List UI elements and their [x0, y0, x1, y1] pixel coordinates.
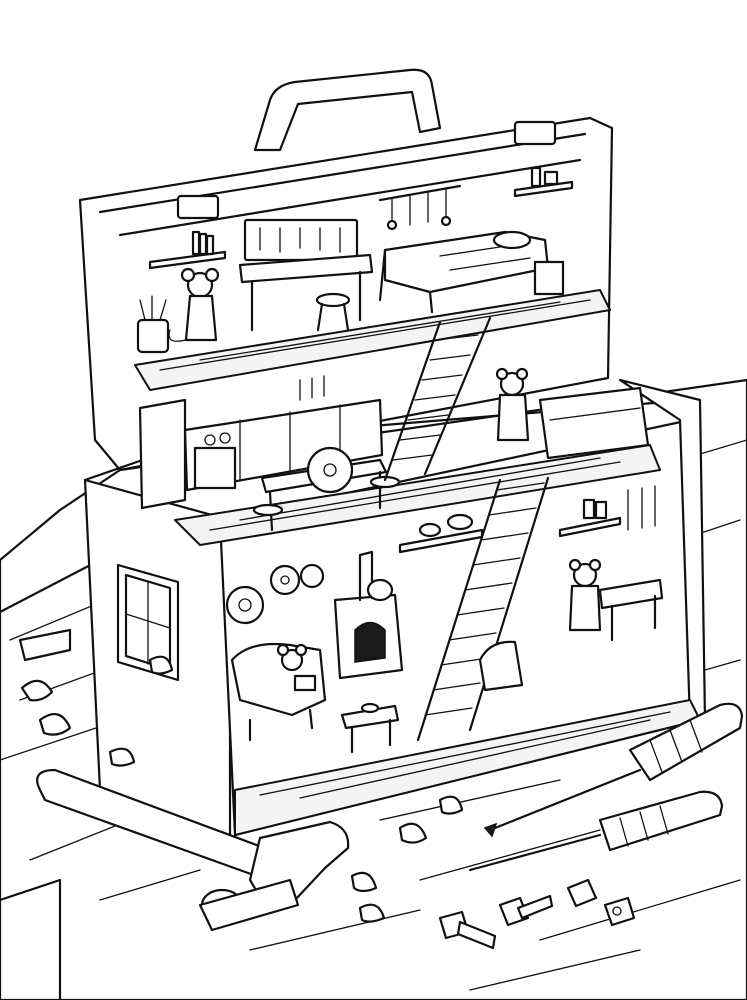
upper-floor: [134, 166, 611, 391]
screwdriver-large: [483, 702, 744, 838]
side-window: [116, 563, 180, 682]
mouse-repairing: [495, 367, 530, 442]
toolbox-body: [83, 378, 707, 837]
wall-gears: [225, 563, 325, 625]
armchair-reading-mouse: [230, 642, 327, 742]
bed: [378, 230, 550, 314]
bolts-and-nuts: [438, 878, 636, 950]
upper-staircase: [383, 316, 492, 482]
wood-stove: [333, 550, 404, 680]
pegboard-workbench: [238, 218, 374, 332]
lower-floor: [225, 476, 701, 836]
mouse-workshop: [168, 267, 220, 342]
hammer: [36, 768, 350, 932]
mouse-at-workbench: [558, 485, 664, 642]
lower-staircase: [416, 476, 550, 742]
wood-shavings: [20, 655, 464, 923]
toolbox-lid: [78, 68, 614, 472]
saw-table: [252, 446, 401, 532]
left-book-shelf: [148, 230, 227, 270]
middle-floor: [138, 316, 661, 546]
kitchen: [138, 375, 384, 510]
screwdriver-small: [468, 790, 724, 872]
wrench-rack: [378, 184, 462, 231]
